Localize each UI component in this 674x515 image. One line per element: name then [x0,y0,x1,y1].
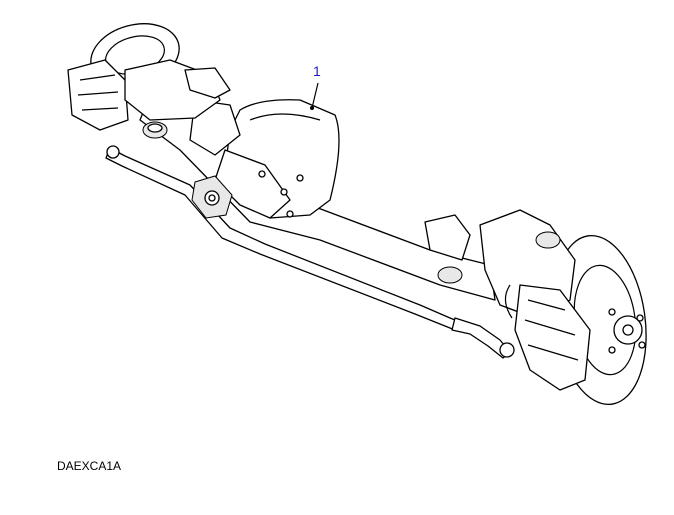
callout-leader-dot [310,106,314,110]
callout-leader-line [311,82,319,109]
callout-1-axle-assembly[interactable]: 1 [313,63,321,79]
right-hub-brake-assembly [437,209,647,406]
figure-code: DAEXCA1A [57,459,122,473]
axle-housing [139,94,496,301]
left-hub-brake-assembly [67,23,231,139]
